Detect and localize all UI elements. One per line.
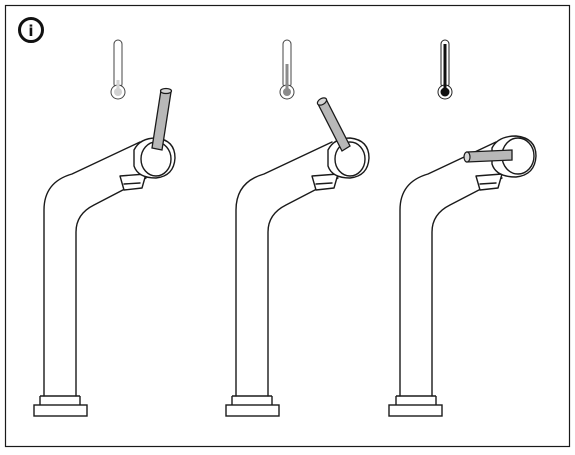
faucet-panel-hot	[388, 39, 537, 417]
faucet-body	[235, 141, 339, 397]
faucet-base	[388, 404, 443, 417]
faucet-body	[43, 141, 147, 397]
thermometer-high-icon	[437, 39, 453, 100]
faucet-panel-cold	[33, 39, 176, 417]
faucet-base	[33, 404, 88, 417]
faucet-base	[225, 404, 280, 417]
info-icon-glyph: i	[28, 22, 33, 40]
faucet-body	[399, 141, 503, 397]
thermometer-mid-icon	[279, 39, 295, 100]
faucet-lever	[463, 149, 513, 163]
thermometer-low-icon	[110, 39, 126, 100]
faucet-panel-medium	[225, 39, 370, 417]
info-icon: i	[18, 17, 44, 43]
faucet-lever	[316, 97, 351, 152]
diagram-frame	[4, 4, 571, 448]
faucet-lever	[151, 87, 173, 151]
